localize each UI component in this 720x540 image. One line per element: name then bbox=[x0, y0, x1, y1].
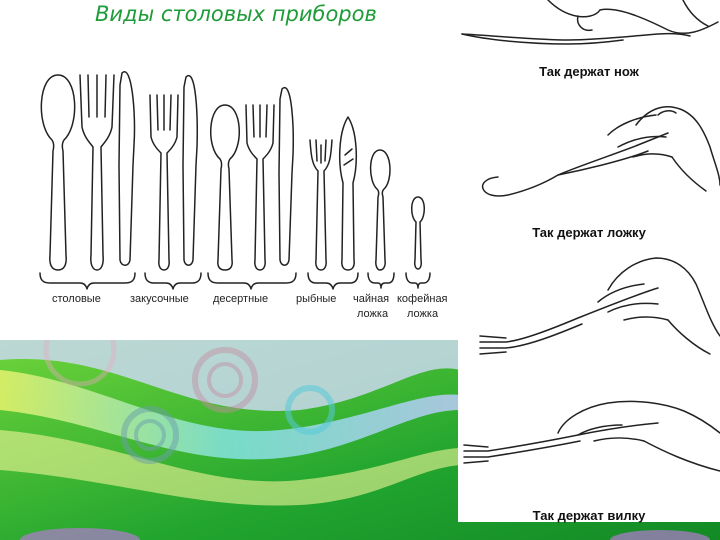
hand-holding-knife-icon bbox=[461, 0, 719, 45]
caption-spoon: Так держат ложку bbox=[532, 225, 646, 240]
table-knife-icon bbox=[118, 71, 136, 266]
hand-holding-fork-low-icon bbox=[463, 400, 720, 472]
group-label-coffeespoon-line1: кофейная bbox=[397, 293, 448, 305]
dessert-knife-icon bbox=[278, 86, 294, 266]
group-label-dessert: десертные bbox=[213, 293, 269, 305]
group-label-table: столовые bbox=[52, 293, 101, 305]
table-fork-icon bbox=[79, 74, 115, 271]
snack-knife-icon bbox=[182, 74, 198, 266]
cutlery-types-illustration bbox=[39, 71, 431, 290]
hand-holding-spoon-icon bbox=[481, 105, 720, 197]
snack-fork-icon bbox=[149, 94, 179, 271]
dessert-fork-icon bbox=[245, 104, 275, 271]
hand-holding-fork-icon bbox=[479, 257, 720, 355]
fish-fork-icon bbox=[309, 139, 333, 271]
holding-instructions-panel: Так держат нож Так держат ложку Так держ… bbox=[458, 0, 720, 523]
tea-spoon-icon bbox=[369, 149, 391, 271]
caption-fork: Так держат вилку bbox=[532, 508, 646, 523]
group-label-teaspoon-line2: ложка bbox=[357, 308, 389, 320]
fish-knife-icon bbox=[338, 116, 358, 271]
slide-title: Виды столовых приборов bbox=[95, 2, 377, 26]
table-spoon-icon bbox=[40, 74, 76, 271]
group-label-coffeespoon-line2: ложка bbox=[407, 308, 439, 320]
group-label-teaspoon-line1: чайная bbox=[353, 293, 390, 305]
caption-knife: Так держат нож bbox=[539, 64, 639, 79]
coffee-spoon-icon bbox=[411, 196, 425, 270]
group-label-snack: закусочные bbox=[130, 293, 189, 305]
dessert-spoon-icon bbox=[209, 104, 241, 271]
group-label-fish: рыбные bbox=[296, 293, 337, 305]
